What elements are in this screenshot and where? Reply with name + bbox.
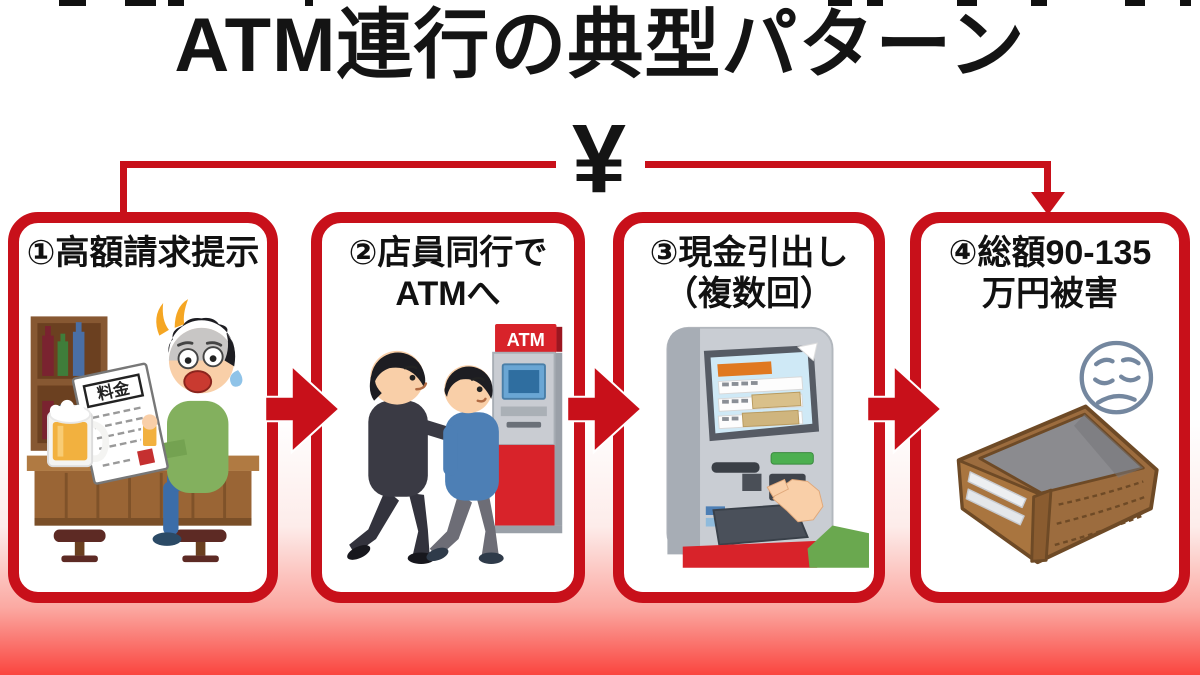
- bar-bill-illustration: 料金: [26, 299, 260, 563]
- connector-drop-right: [1044, 161, 1051, 195]
- shock-mark-icon: [156, 303, 169, 337]
- down-arrowhead-icon: [1031, 192, 1065, 215]
- flow-arrow-right-icon: [868, 363, 942, 455]
- step-2-title-line1: ②店員同行で: [348, 234, 548, 272]
- escorted-customer: [426, 365, 504, 564]
- atm-withdrawal-illustration: [666, 326, 869, 568]
- flow-arrow-right-icon: [266, 363, 340, 455]
- step-box-1: ①高額請求提示: [8, 212, 278, 603]
- sad-face-icon: [1079, 340, 1154, 415]
- cropped-text-fragment: [125, 0, 156, 6]
- pointing-hand: [766, 478, 869, 568]
- bar-stool: [53, 529, 227, 563]
- step-3-title: ③現金引出し （複数回）: [650, 233, 849, 316]
- cropped-text-fragment: [867, 0, 883, 6]
- atm-sign-label: ATM: [507, 329, 545, 350]
- step-box-4: ④総額90-135 万円被害: [910, 212, 1190, 603]
- bill-paper: 料金: [71, 363, 169, 486]
- step-3-title-line2: （複数回）: [663, 275, 834, 314]
- step-4-title: ④総額90-135 万円被害: [949, 233, 1152, 316]
- yen-symbol: ¥: [572, 104, 626, 213]
- card-slot: [742, 473, 762, 491]
- shocked-customer: [121, 299, 243, 547]
- step-4-title-line1: ④総額90-135: [948, 234, 1152, 272]
- atm-kiosk: [666, 326, 834, 568]
- receipt-slot: [770, 452, 814, 465]
- step-2-title-line2: ATMへ: [395, 275, 501, 314]
- page-title: ATM連行の典型パターン: [174, 3, 1026, 88]
- step-box-3: ③現金引出し （複数回）: [613, 212, 885, 603]
- cropped-text-fragment: [1180, 0, 1191, 6]
- cropped-text-fragment: [1125, 0, 1145, 6]
- empty-wallet: [956, 404, 1159, 565]
- step-1-title-line1: ①高額請求提示: [26, 234, 260, 272]
- atm-machine: ATM: [491, 323, 563, 534]
- cropped-text-fragment: [168, 0, 184, 6]
- cropped-text-fragment: [59, 0, 86, 6]
- flow-arrow-right-icon: [568, 363, 642, 455]
- connector-drop-left: [120, 161, 127, 217]
- connector-line-left: [120, 161, 556, 168]
- step-1-title: ①高額請求提示: [27, 233, 260, 274]
- cropped-text-fragment: [305, 0, 313, 6]
- escort-to-atm-illustration: ATM: [347, 323, 563, 564]
- cropped-text-fragment: [828, 0, 852, 6]
- sweat-drop-icon: [230, 370, 243, 388]
- step-3-title-line1: ③現金引出し: [649, 234, 849, 272]
- step-2-title: ②店員同行で ATMへ: [349, 233, 548, 316]
- cropped-text-fragment: [957, 0, 977, 6]
- step-box-2: ②店員同行で ATMへ ATM: [311, 212, 585, 603]
- cash-slot: [711, 462, 760, 473]
- beer-mug: [46, 400, 110, 468]
- connector-line-right: [645, 161, 1051, 168]
- step-4-title-line2: 万円被害: [982, 275, 1118, 314]
- cropped-text-fragment: [1031, 0, 1047, 6]
- empty-wallet-illustration: [956, 340, 1159, 565]
